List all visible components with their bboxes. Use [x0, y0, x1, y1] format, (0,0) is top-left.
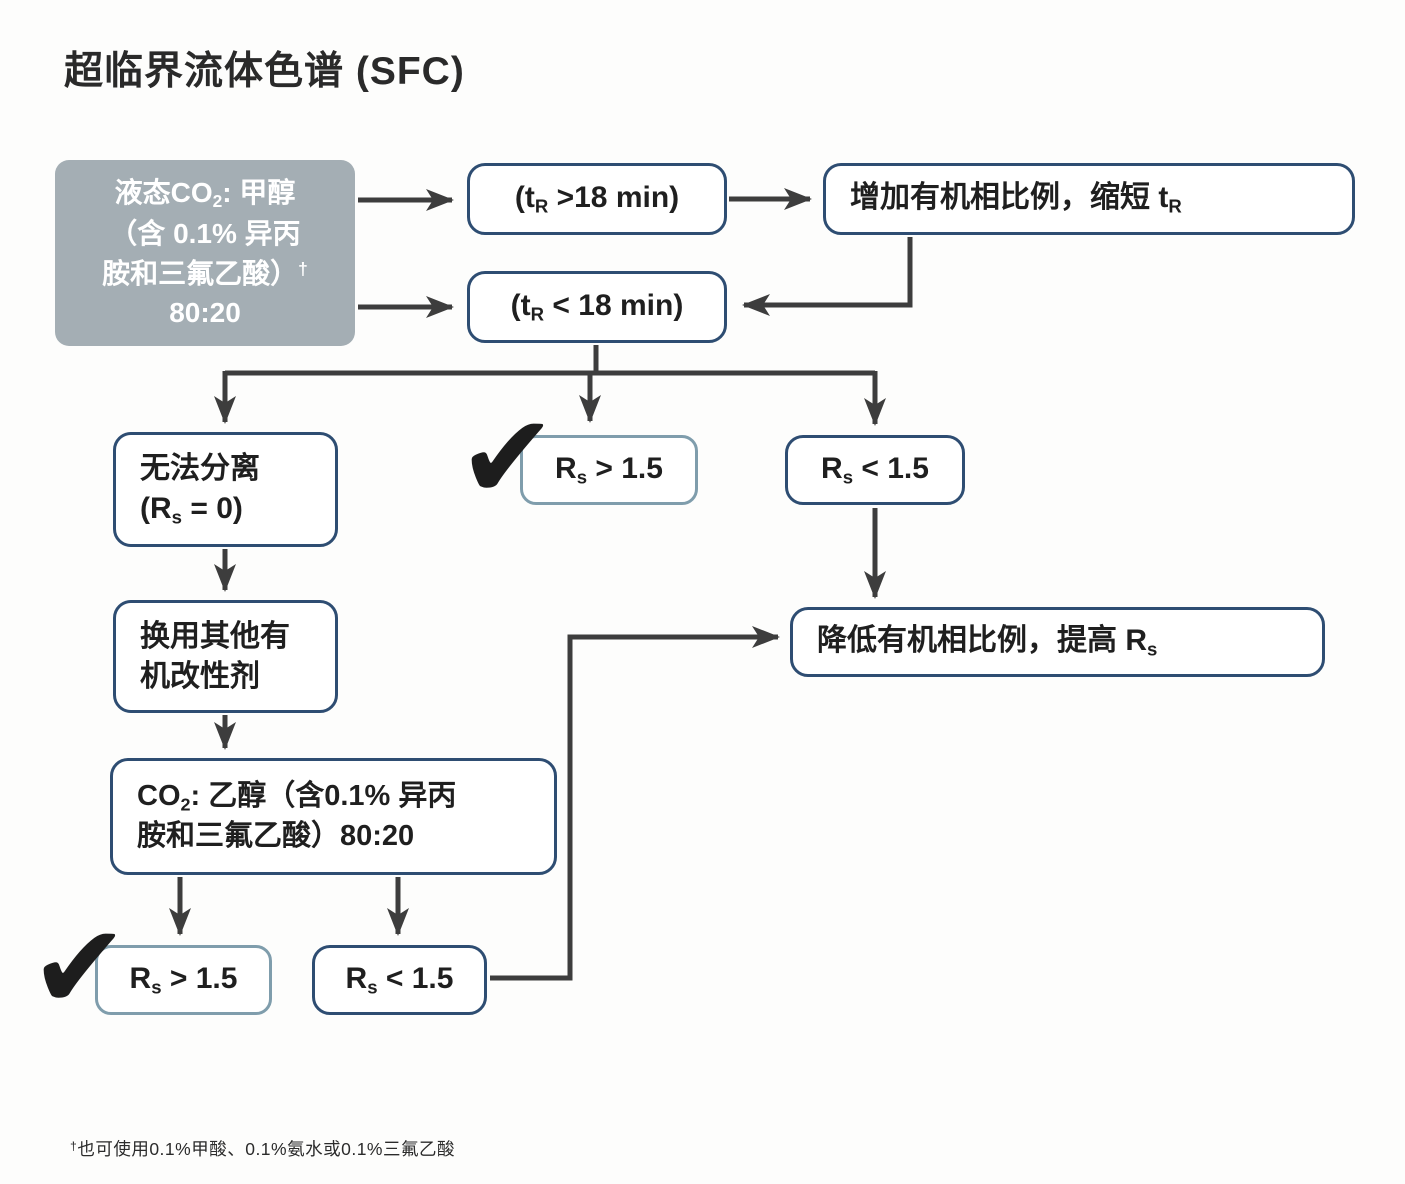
- node-tr-gt-18: (tR >18 min): [467, 163, 727, 235]
- check-icon-top: ✔: [458, 388, 557, 526]
- node-start-mobile-phase: 液态CO2: 甲醇 （含 0.1% 异丙 胺和三氟乙酸）† 80:20: [55, 160, 355, 346]
- node-rs-gt-15-top: Rs > 1.5: [520, 435, 698, 505]
- node-rs-lt-15-top: Rs < 1.5: [785, 435, 965, 505]
- start-line-2: （含 0.1% 异丙: [109, 217, 301, 249]
- start-line-4: 80:20: [169, 297, 241, 329]
- node-change-modifier: 换用其他有 机改性剂: [113, 600, 338, 713]
- branch-spine: [225, 345, 875, 376]
- footnote-dagger: †: [70, 1139, 78, 1154]
- arrow-increase-to-trlt18: [742, 237, 913, 316]
- page-title: 超临界流体色谱 (SFC): [64, 50, 465, 93]
- check-icon-bottom: ✔: [30, 898, 129, 1036]
- node-no-separation: 无法分离 (Rs = 0): [113, 432, 338, 547]
- node-rs-lt-15-bottom: Rs < 1.5: [312, 945, 487, 1015]
- footnote: †也可使用0.1%甲酸、0.1%氨水或0.1%三氟乙酸: [70, 1136, 455, 1161]
- node-increase-organic: 增加有机相比例，缩短 tR: [823, 163, 1355, 235]
- start-line-3: 胺和三氟乙酸）†: [102, 257, 308, 289]
- node-rs-gt-15-bottom: Rs > 1.5: [95, 945, 272, 1015]
- node-reduce-organic: 降低有机相比例，提高 Rs: [790, 607, 1325, 677]
- start-line-1: 液态CO2: 甲醇: [114, 176, 296, 212]
- node-tr-lt-18: (tR < 18 min): [467, 271, 727, 343]
- node-co2-ethanol: CO2: 乙醇（含0.1% 异丙 胺和三氟乙酸）80:20: [110, 758, 557, 875]
- footnote-text: 也可使用0.1%甲酸、0.1%氨水或0.1%三氟乙酸: [77, 1139, 455, 1159]
